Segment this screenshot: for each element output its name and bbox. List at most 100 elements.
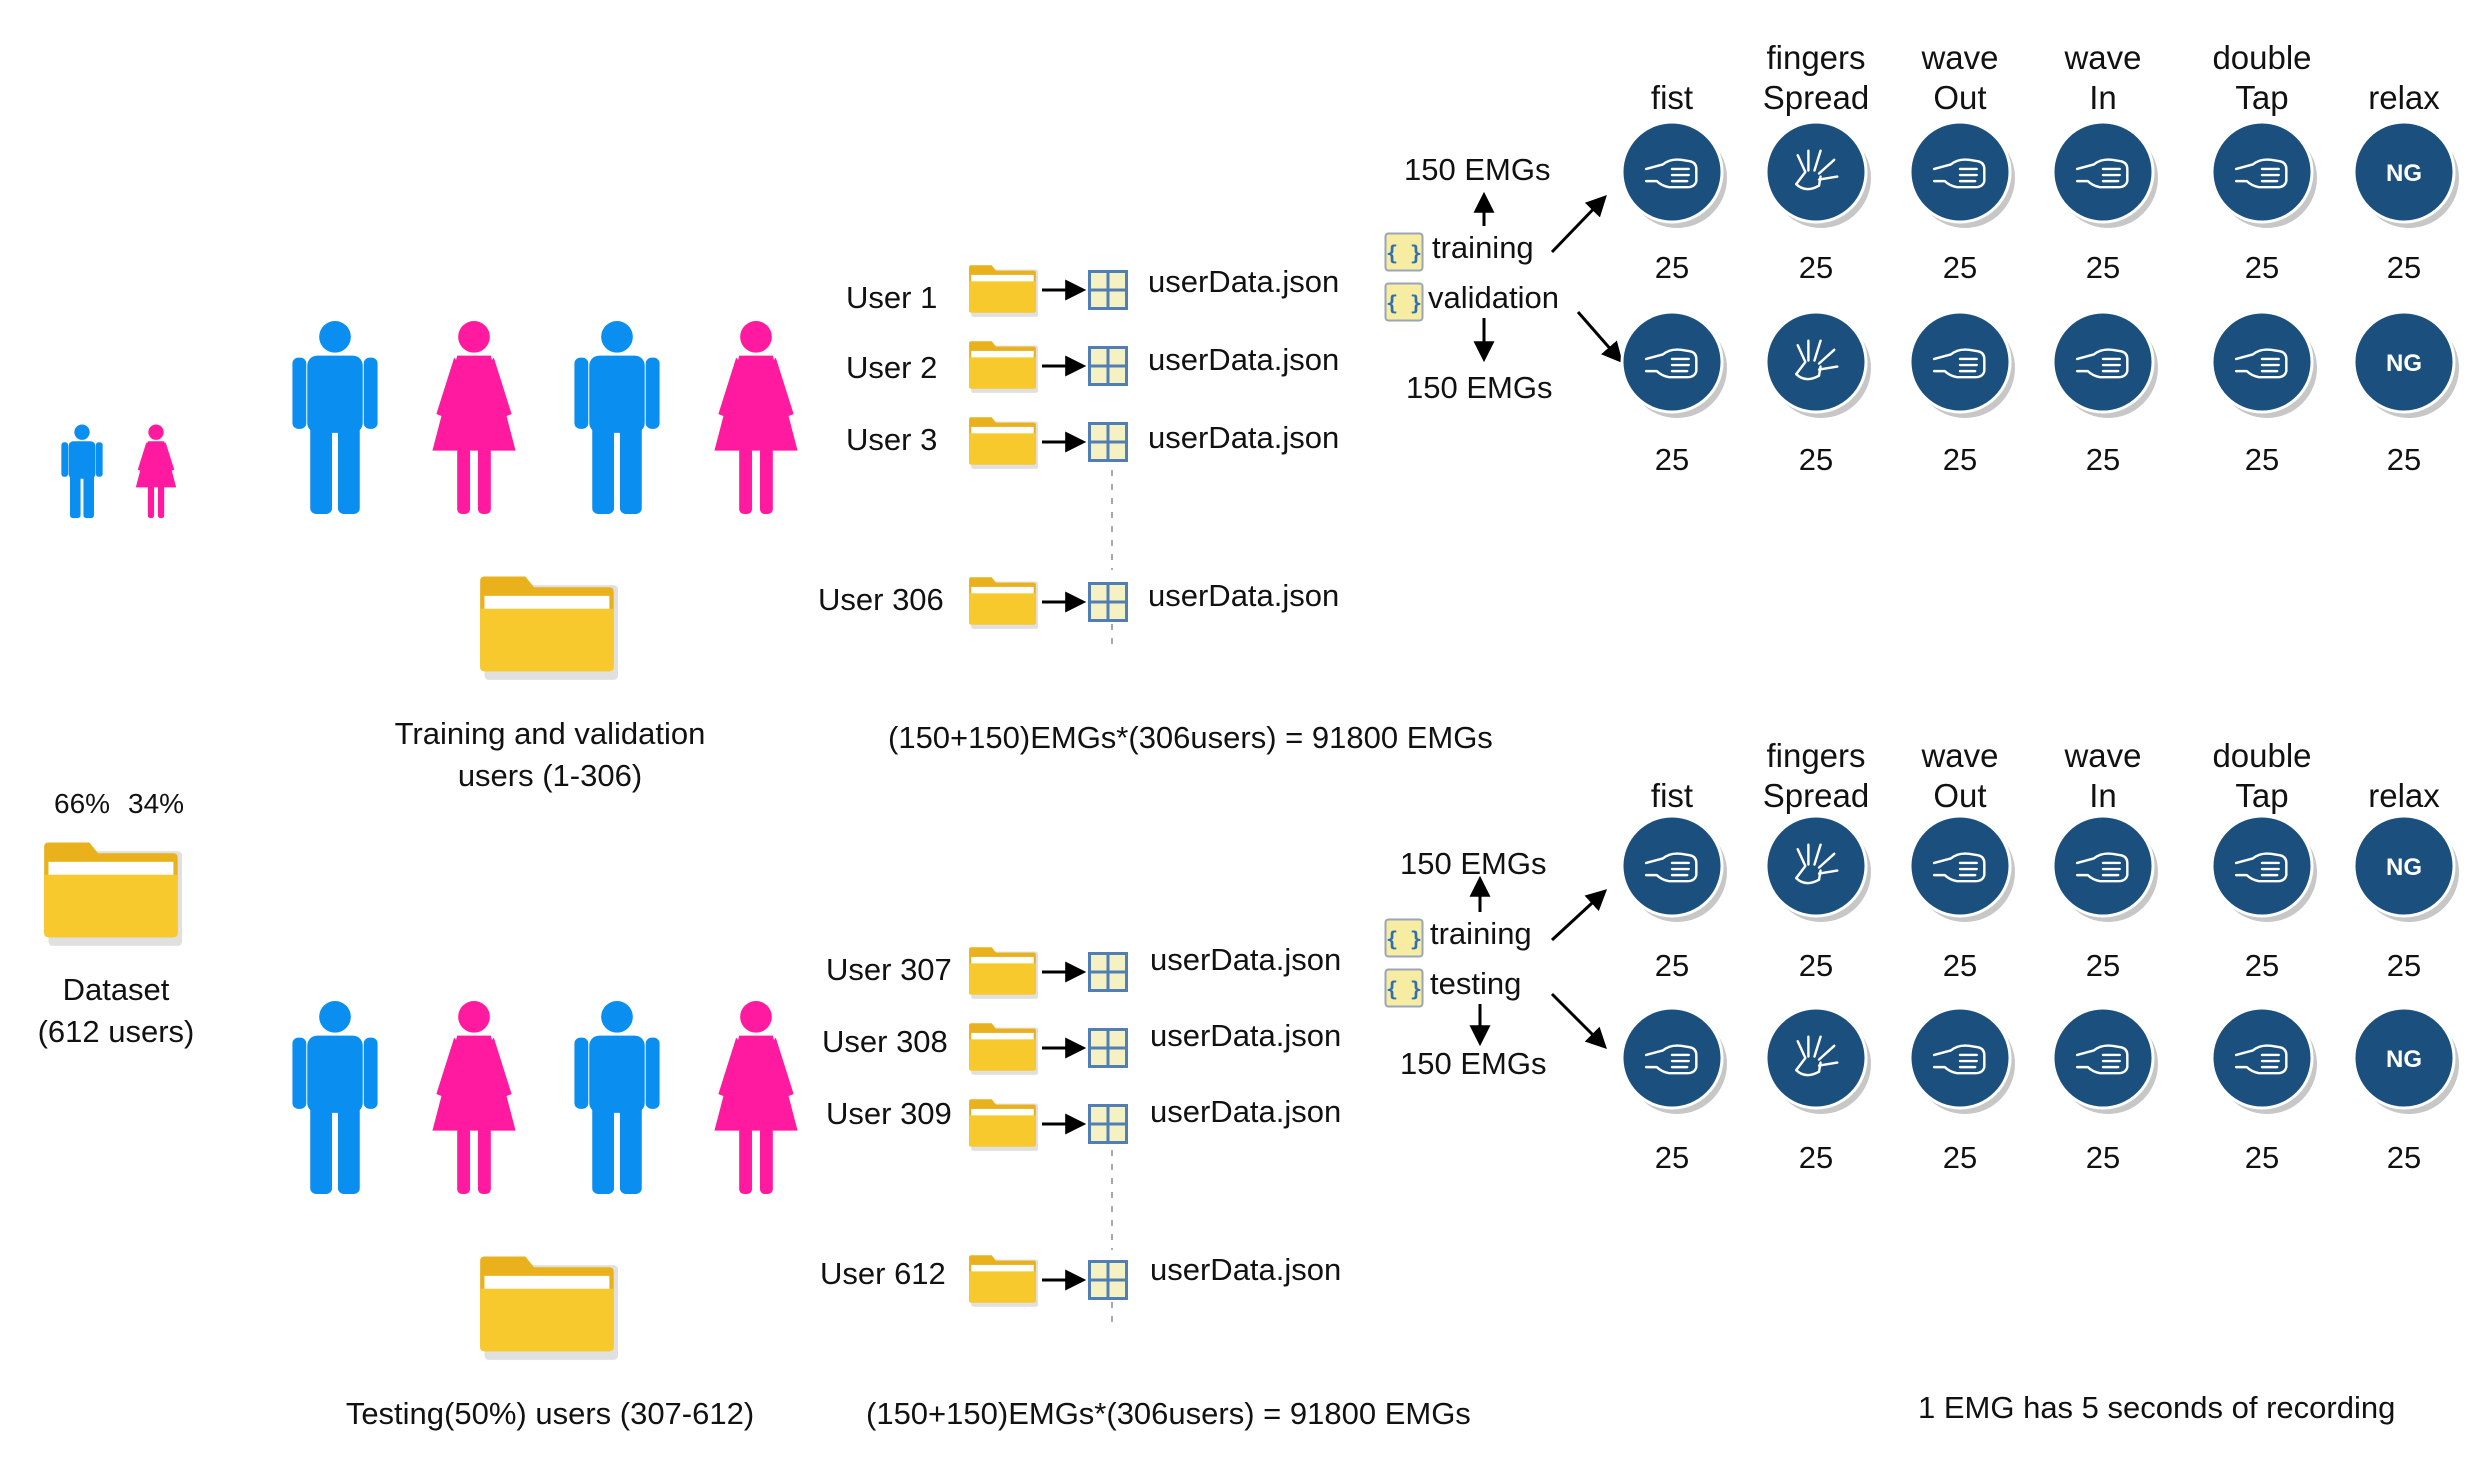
- testing-group-label: Testing(50%) users (307-612): [345, 1396, 755, 1431]
- gesture-header-line2: fist: [1650, 777, 1694, 814]
- file-label-user-1: userData.json: [1148, 264, 1340, 299]
- gesture-count-wave-in-training-training: 25: [2085, 250, 2121, 285]
- fist-icon: [1620, 1006, 1727, 1114]
- gesture-count-fingers-spread-training-validation: 25: [1798, 442, 1834, 477]
- training-female-icon-2: [714, 320, 798, 515]
- user-label-306: User 306: [818, 582, 944, 617]
- svg-text:NG: NG: [2386, 854, 2422, 881]
- gesture-header-line2: Tap: [2235, 777, 2289, 814]
- gesture-header-relax-training: relax: [2329, 78, 2479, 118]
- wave-in-hand-icon: [2051, 310, 2158, 418]
- open-hand-icon: [1764, 120, 1871, 228]
- wave-out-hand-icon: [1908, 1006, 2015, 1114]
- file-label-user-3: userData.json: [1148, 420, 1340, 455]
- gesture-count-wave-out-training-validation: 25: [1942, 442, 1978, 477]
- wave-out-hand-icon: [1908, 310, 2015, 418]
- gesture-header-line1: wave: [2064, 39, 2142, 76]
- gesture-header-line1: wave: [1921, 39, 1999, 76]
- gesture-header-relax-testing: relax: [2329, 776, 2479, 816]
- gesture-header-line2: fist: [1650, 79, 1694, 116]
- double-tap-hand-icon: [2210, 1006, 2317, 1114]
- svg-text:NG: NG: [2386, 160, 2422, 187]
- training-formula: (150+150)EMGs*(306users) = 91800 EMGs: [888, 720, 1493, 755]
- svg-text:NG: NG: [2386, 1046, 2422, 1073]
- fist-icon: [1620, 120, 1727, 228]
- gesture-header-line1: fingers: [1766, 39, 1866, 76]
- gesture-header-line2: Out: [1933, 777, 1987, 814]
- testing-user-rows: [969, 947, 1128, 1330]
- open-hand-icon: [1764, 310, 1871, 418]
- file-label-user-307: userData.json: [1150, 942, 1342, 977]
- dataset-folder-icon: [44, 842, 182, 946]
- user-label-612: User 612: [820, 1256, 946, 1291]
- user-label-1: User 1: [846, 280, 938, 315]
- testing-split-label: testing: [1430, 966, 1522, 1001]
- gesture-header-fist-training: fist: [1597, 78, 1747, 118]
- training-emg-count: 150 EMGs: [1404, 152, 1551, 187]
- testing-male-icon-1: [292, 1000, 378, 1195]
- wave-in-hand-icon: [2051, 120, 2158, 228]
- double-tap-hand-icon: [2210, 120, 2317, 228]
- gesture-header-line2: Tap: [2235, 79, 2289, 116]
- ng-icon: NG: [2352, 120, 2459, 228]
- training-male-icon-1: [292, 320, 378, 515]
- wave-out-hand-icon: [1908, 814, 2015, 922]
- testing-training-split-label: training: [1430, 916, 1532, 951]
- gesture-header-line1: fingers: [1766, 737, 1866, 774]
- gesture-header-line2: Spread: [1762, 79, 1870, 116]
- gesture-count-wave-in-testing-training: 25: [2085, 948, 2121, 983]
- dataset-female-percentage: 34%: [128, 788, 185, 819]
- testing-emg-count: 150 EMGs: [1400, 1046, 1547, 1081]
- gesture-header-line2: In: [2089, 79, 2117, 116]
- gesture-header-line1: wave: [1921, 737, 1999, 774]
- footnote: 1 EMG has 5 seconds of recording: [1918, 1390, 2396, 1425]
- testing-formula: (150+150)EMGs*(306users) = 91800 EMGs: [866, 1396, 1471, 1431]
- gesture-count-wave-in-training-validation: 25: [2085, 442, 2121, 477]
- training-split-label: training: [1432, 230, 1534, 265]
- file-label-user-308: userData.json: [1150, 1018, 1342, 1053]
- validation-split-label: validation: [1428, 280, 1559, 315]
- gesture-count-wave-out-testing-training: 25: [1942, 948, 1978, 983]
- ng-icon: NG: [2352, 1006, 2459, 1114]
- training-group-label: Training and validation: [394, 716, 706, 751]
- dataset-female-icon: [135, 424, 177, 519]
- gesture-count-fingers-spread-testing-testing: 25: [1798, 1140, 1834, 1175]
- gesture-count-fingers-spread-testing-training: 25: [1798, 948, 1834, 983]
- open-hand-icon: [1764, 1006, 1871, 1114]
- gesture-count-fist-training-training: 25: [1654, 250, 1690, 285]
- testing-folder-icon: [480, 1256, 618, 1360]
- dataset-male-percentage: 66%: [54, 788, 111, 819]
- gesture-header-line1: wave: [2064, 737, 2142, 774]
- gesture-header-line2: In: [2089, 777, 2117, 814]
- double-tap-hand-icon: [2210, 814, 2317, 922]
- validation-emg-count: 150 EMGs: [1406, 370, 1553, 405]
- gesture-header-line1: double: [2212, 39, 2312, 76]
- wave-in-hand-icon: [2051, 814, 2158, 922]
- training-group-range: users (1-306): [457, 758, 643, 793]
- dataset-label: Dataset: [62, 972, 170, 1007]
- file-label-user-309: userData.json: [1150, 1094, 1342, 1129]
- fist-icon: [1620, 310, 1727, 418]
- wave-out-hand-icon: [1908, 120, 2015, 228]
- ng-icon: NG: [2352, 814, 2459, 922]
- wave-in-hand-icon: [2051, 1006, 2158, 1114]
- training-male-icon-2: [574, 320, 660, 515]
- gesture-count-fist-testing-testing: 25: [1654, 1140, 1690, 1175]
- gesture-count-wave-in-testing-testing: 25: [2085, 1140, 2121, 1175]
- gesture-header-line2: relax: [2368, 777, 2440, 814]
- gesture-count-relax-training-validation: 25: [2386, 442, 2422, 477]
- training-folder-icon: [480, 576, 618, 680]
- training-split-connectors: [1384, 191, 1623, 364]
- dataset-count-label: (612 users): [37, 1014, 195, 1049]
- gesture-count-double-tap-training-training: 25: [2244, 250, 2280, 285]
- testing-female-icon-1: [432, 1000, 516, 1195]
- open-hand-icon: [1764, 814, 1871, 922]
